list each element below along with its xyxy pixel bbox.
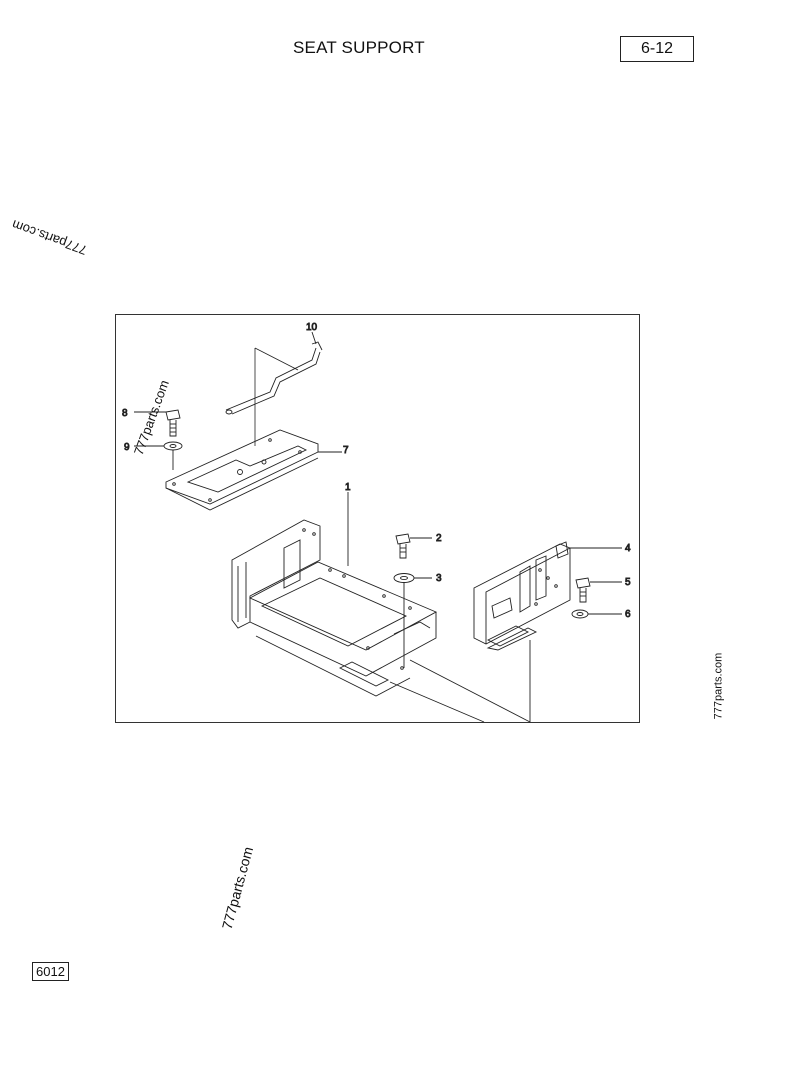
diagram-frame	[115, 314, 640, 723]
part-4-bracket	[473, 541, 622, 651]
part-5-bolt	[575, 577, 622, 603]
drawing-code-box: 6012	[32, 962, 69, 981]
callout-2: 2	[436, 533, 442, 544]
part-7-plate	[165, 429, 319, 511]
callout-6: 6	[625, 609, 631, 620]
part-8-bolt	[165, 409, 181, 437]
part-9-washer	[163, 441, 183, 470]
assembly-lines	[134, 331, 531, 723]
callout-5: 5	[625, 577, 631, 588]
callout-7: 7	[343, 445, 349, 456]
callout-9: 9	[124, 442, 130, 453]
callout-8: 8	[122, 408, 128, 419]
part-2-bolt	[395, 533, 432, 559]
callout-10: 10	[306, 322, 318, 333]
page-title: SEAT SUPPORT	[293, 38, 425, 57]
callout-1: 1	[345, 482, 351, 493]
part-1-frame	[231, 492, 438, 697]
callout-3: 3	[436, 573, 442, 584]
page-number-box: 6-12	[620, 36, 694, 62]
callout-4: 4	[625, 543, 631, 554]
part-3-washer	[393, 573, 432, 668]
part-6-washer	[571, 609, 622, 619]
part-10-rod	[225, 341, 323, 446]
